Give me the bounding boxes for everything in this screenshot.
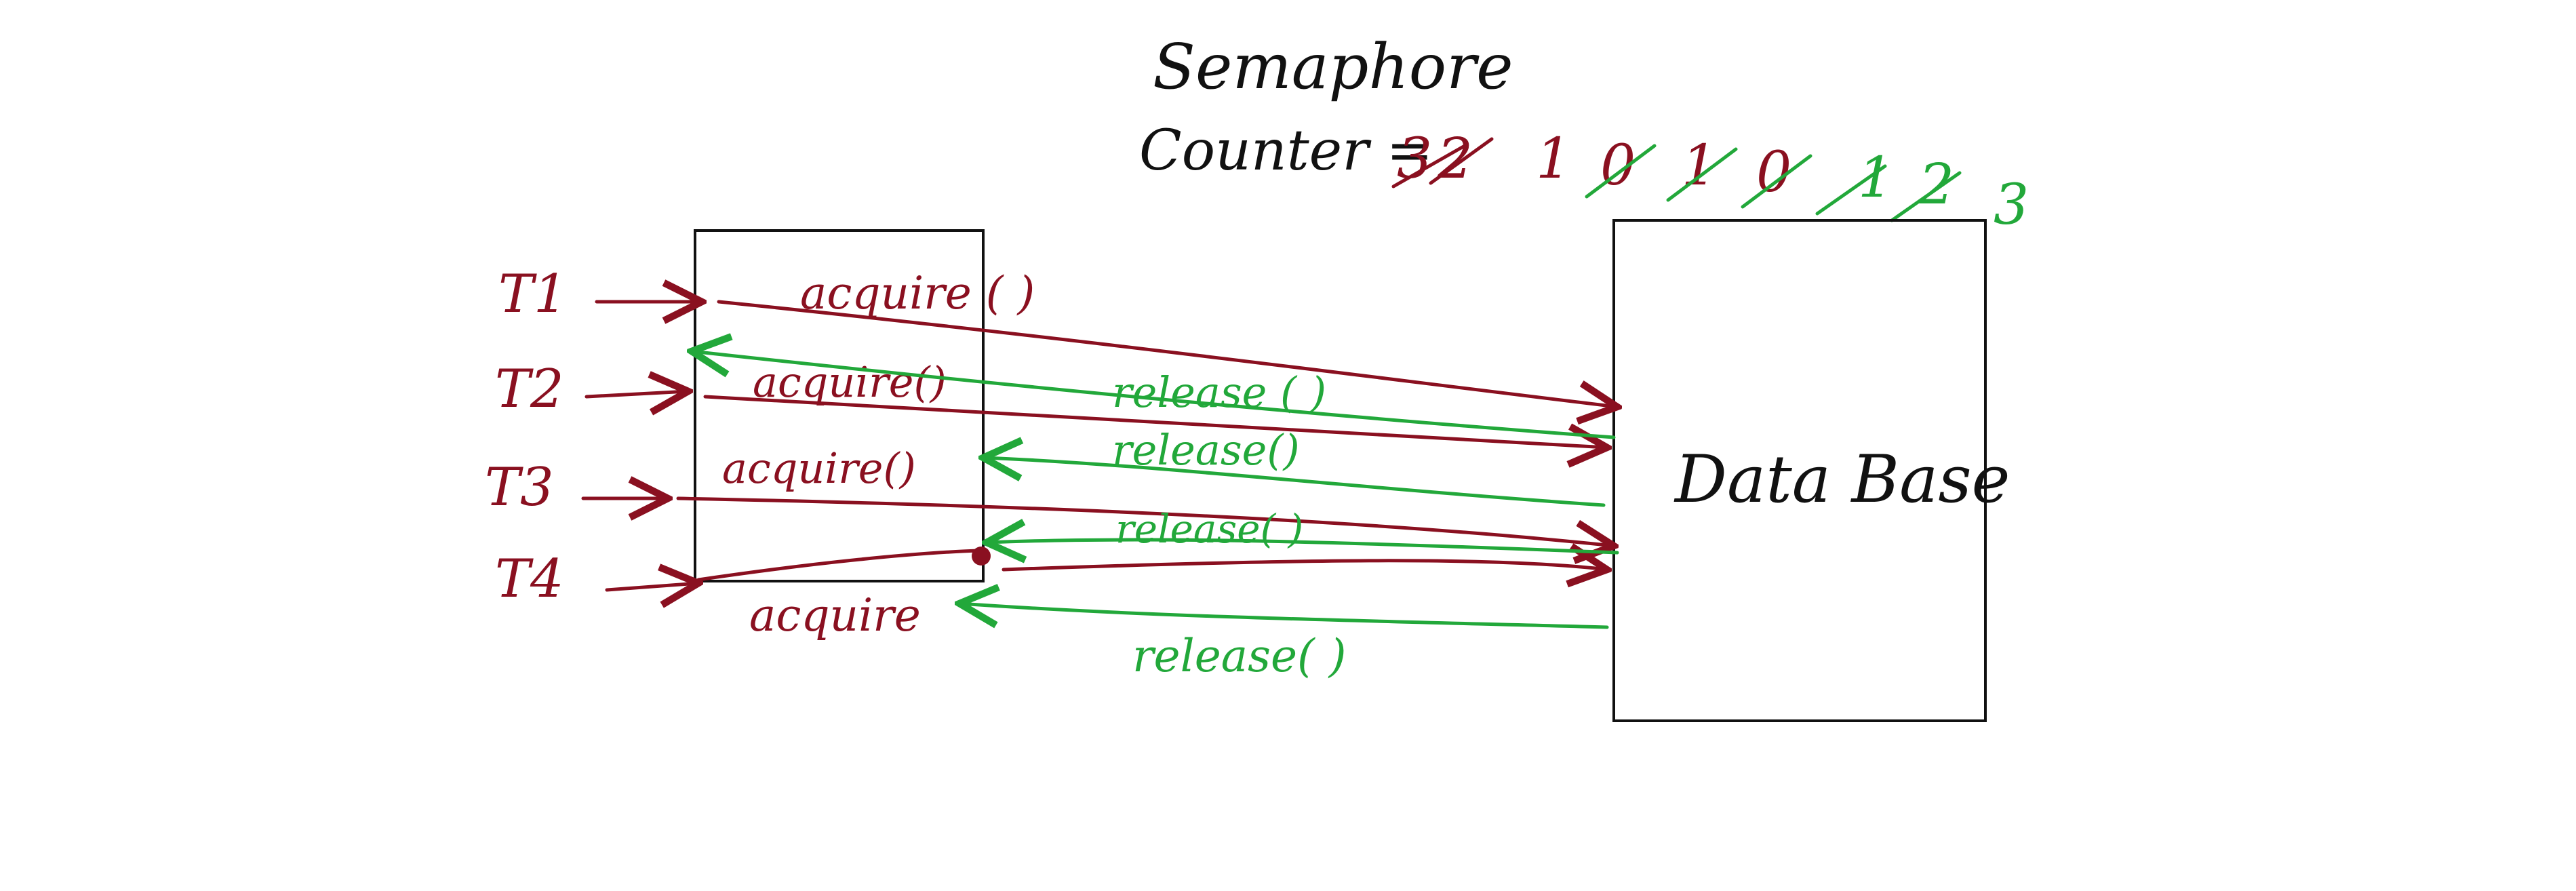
- strike-mark: [1890, 171, 1962, 222]
- acquire-arrow: [1002, 561, 1607, 570]
- strike-mark: [1391, 144, 1467, 189]
- release-arrow: [959, 603, 1609, 629]
- counter-value: 2: [1918, 153, 1954, 217]
- thread-label-t1: T1: [498, 264, 568, 325]
- acquire-arrow: [676, 496, 1614, 546]
- release-arrow: [692, 351, 1616, 439]
- counter-value: 1: [1858, 146, 1893, 210]
- database-label: Data Base: [1673, 441, 2010, 517]
- strike-mark: [1666, 147, 1738, 202]
- thread-label-t4: T4: [495, 549, 564, 610]
- diagram-title: Semaphore: [1153, 31, 1513, 103]
- thread-arrows: [581, 302, 702, 590]
- acquire-label: acquire: [749, 589, 921, 641]
- acquire-label: acquire(): [753, 357, 947, 407]
- release-arrow: [987, 540, 1619, 553]
- counter-label: Counter =: [1139, 119, 1433, 183]
- acquire-arrow: [696, 549, 982, 582]
- release-arrow: [983, 458, 1606, 507]
- release-label: release( ): [1115, 506, 1303, 552]
- acquire-arrow: [717, 300, 1617, 407]
- acquire-label: acquire(): [722, 443, 916, 493]
- counter-value: 1: [1536, 127, 1571, 191]
- strike-mark: [1815, 164, 1887, 216]
- acquire-arrows: [676, 300, 1617, 582]
- thread-arrow-t4: [605, 583, 698, 590]
- database-box: [1612, 219, 1987, 722]
- acquire-labels: acquire ( ) acquire() acquire() acquire: [722, 267, 1035, 641]
- release-label: release ( ): [1112, 368, 1326, 417]
- semaphore-box: [694, 229, 985, 582]
- thread-arrow-t2: [584, 391, 688, 397]
- strike-mark: [1585, 144, 1657, 199]
- strike-mark: [1741, 154, 1812, 209]
- thread-labels: T1 T2 T3 T4: [485, 264, 568, 610]
- release-label: release( ): [1132, 630, 1347, 682]
- thread-label-t3: T3: [485, 457, 554, 518]
- acquire-arrow: [703, 395, 1607, 448]
- counter-history-green: 1 2 3: [1585, 144, 2029, 237]
- thread-label-t2: T2: [495, 359, 564, 420]
- release-labels: release ( ) release() release( ) release…: [1112, 368, 1347, 682]
- strike-mark: [1429, 137, 1494, 185]
- acquire-label: acquire ( ): [800, 267, 1035, 319]
- blocked-dot: [972, 547, 991, 566]
- counter-value: 3: [1994, 173, 2029, 237]
- release-arrows: [692, 351, 1619, 629]
